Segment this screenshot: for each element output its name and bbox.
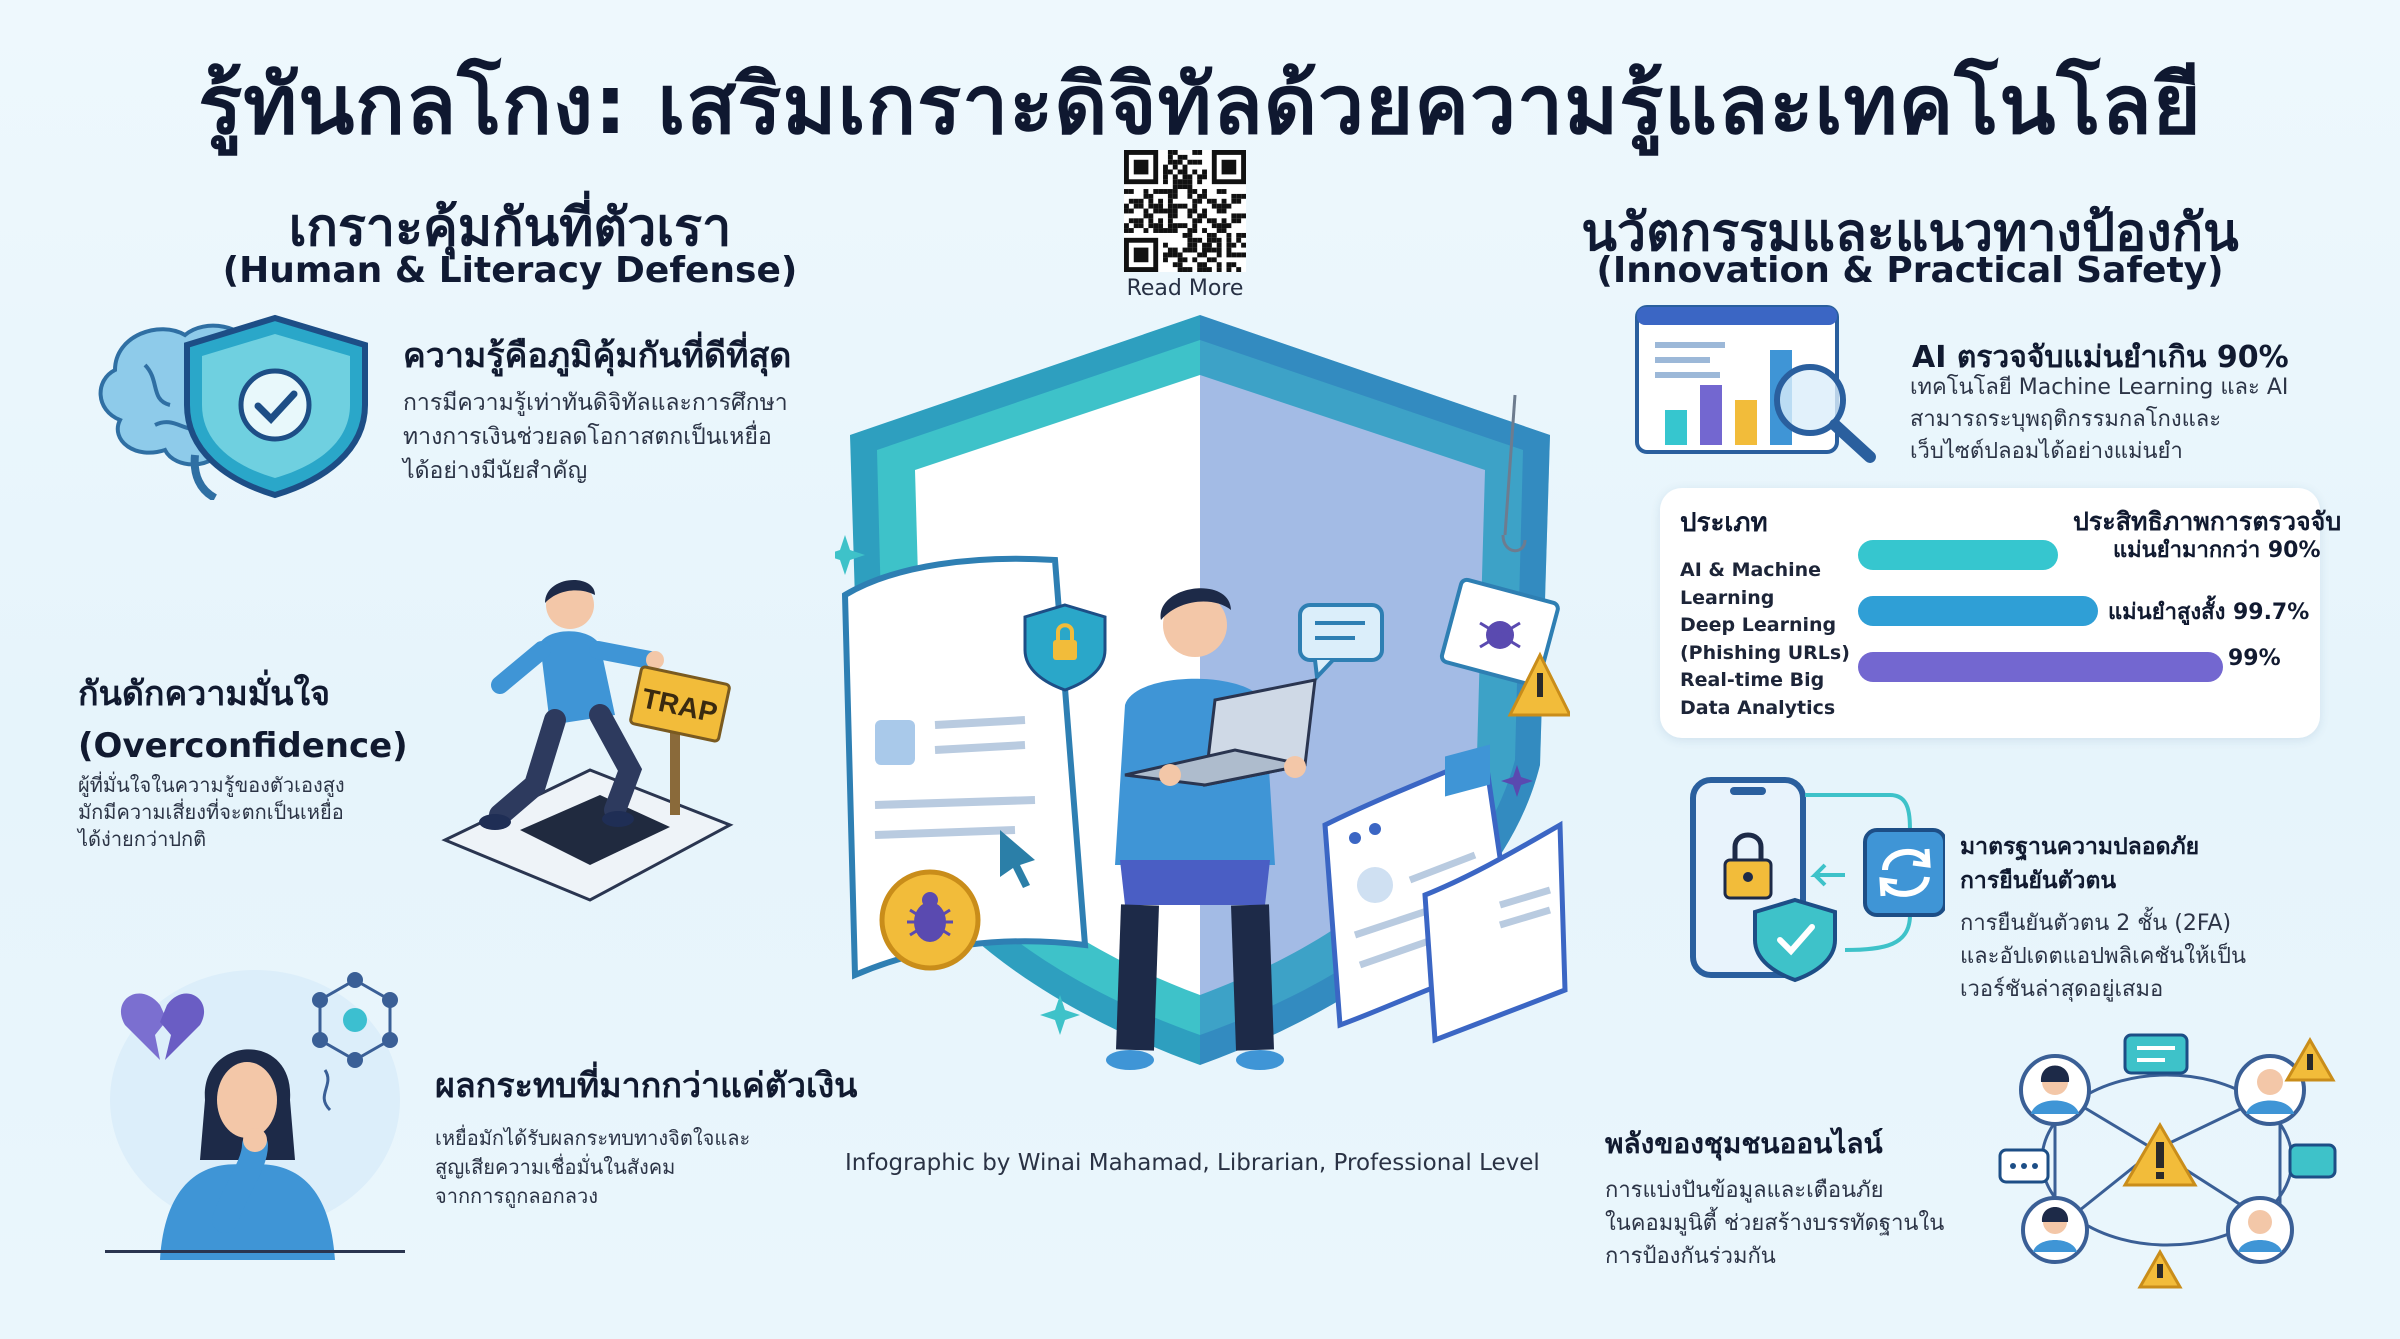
detection-bar-value-label: แม่นยำสูงสั้ง 99.7% xyxy=(2108,600,2310,625)
chat-bubble-icon xyxy=(2288,1143,2337,1179)
table-header-type: ประเภท xyxy=(1680,508,1768,538)
user-avatar-icon xyxy=(2234,1054,2306,1126)
detection-bar xyxy=(1858,540,2058,570)
security-standard-description: การยืนยันตัวตน 2 ชั้น (2FA) และอัปเดตแอป… xyxy=(1960,911,2247,1002)
trap-illustration: TRAP xyxy=(440,565,740,910)
phishing-hook-icon xyxy=(1439,394,1560,688)
table-header-effectiveness: ประสิทธิภาพการตรวจจับ xyxy=(2073,507,2342,536)
chart-category-labels: AI & Machine Learning Deep Learning (Phi… xyxy=(1680,559,1850,719)
qr-read-more-label[interactable]: Read More xyxy=(1126,276,1244,301)
qr-code-image xyxy=(1124,150,1246,272)
warning-icon xyxy=(2137,1248,2183,1289)
person-thinking-icon xyxy=(160,1049,335,1260)
chat-bubble-icon xyxy=(2123,1033,2189,1075)
chat-bubble-icon xyxy=(1998,1148,2050,1184)
impact-heading: ผลกระทบที่มากกว่าแค่ตัวเงิน xyxy=(435,1066,858,1106)
trap-sign: TRAP xyxy=(629,665,731,815)
refresh-update-icon xyxy=(1863,828,1945,917)
browser-window-right xyxy=(1322,744,1568,1044)
page-title: รู้ทันกลโกง: เสริมเกราะดิจิทัลด้วยความรู… xyxy=(198,58,2202,153)
warning-icon xyxy=(2284,1036,2336,1082)
detection-bar-value-label: แม่นยำมากกว่า 90% xyxy=(2113,538,2321,563)
user-avatar-icon xyxy=(2019,1054,2091,1126)
two-factor-illustration xyxy=(1685,775,1945,990)
user-avatar-icon xyxy=(2226,1196,2294,1264)
ai-detection-heading: AI ตรวจจับแม่นยำเกิน 90% xyxy=(1912,340,2289,375)
magnifier-icon xyxy=(1774,364,1876,463)
padlock-icon xyxy=(1723,832,1773,900)
cursor-icon xyxy=(1000,830,1035,888)
sparkle-icon xyxy=(835,535,865,575)
worried-person-illustration xyxy=(105,960,415,1260)
ai-detection-description: เทคโนโลยี Machine Learning และ AI สามารถ… xyxy=(1910,375,2289,464)
profile-card-icon xyxy=(875,720,915,765)
network-stress-icon xyxy=(312,972,398,1112)
warning-icon xyxy=(2122,1122,2198,1187)
community-description: การแบ่งปันข้อมูลและเตือนภัย ในคอมมูนิตี้… xyxy=(1605,1178,1945,1269)
left-section-title: เกราะคุ้มกันที่ตัวเรา xyxy=(288,198,732,258)
brain-shield-illustration xyxy=(75,310,380,500)
right-section-title: นวัตกรรมและแนวทางป้องกัน xyxy=(1581,203,2239,263)
analytics-magnifier-illustration xyxy=(1635,305,1885,465)
sparkle-icon xyxy=(1040,995,1080,1035)
knowledge-heading: ความรู้คือภูมิคุ้มกันที่ดีที่สุด xyxy=(403,336,792,376)
right-section-subtitle: (Innovation & Practical Safety) xyxy=(1596,250,2224,291)
qr-code[interactable] xyxy=(1124,150,1246,272)
person-with-laptop-icon xyxy=(1106,588,1317,1070)
detection-bar-value-label: 99% xyxy=(2228,646,2281,671)
overconfidence-description: ผู้ที่มั่นใจในความรู้ของตัวเองสูง มักมีค… xyxy=(78,773,345,851)
warning-icon xyxy=(1507,651,1570,717)
sparkle-icon xyxy=(1501,765,1533,797)
detection-bar xyxy=(1858,652,2223,682)
desk-line xyxy=(105,1250,405,1253)
bug-coin-icon xyxy=(879,869,981,971)
avatar-icon xyxy=(1357,867,1393,903)
community-network-illustration xyxy=(1995,1030,2340,1290)
checkmark-shield-icon xyxy=(184,314,368,499)
central-shield-illustration xyxy=(835,305,1570,1080)
detection-bar-chart: แม่นยำมากกว่า 90% แม่นยำสูงสั้ง 99.7% 99% xyxy=(1858,538,2321,720)
person-walking-icon xyxy=(479,580,664,830)
verified-shield-icon xyxy=(1753,897,1837,983)
community-heading: พลังของชุมชนออนไลน์ xyxy=(1605,1127,1883,1160)
trap-pit xyxy=(520,795,670,865)
impact-description: เหยื่อมักได้รับผลกระทบทางจิตใจและ สูญเสี… xyxy=(435,1126,751,1208)
credit-text: Infographic by Winai Mahamad, Librarian,… xyxy=(845,1150,1540,1176)
knowledge-description: การมีความรู้เท่าทันดิจิทัลและการศึกษา ทา… xyxy=(403,390,788,484)
security-standard-heading: มาตรฐานความปลอดภัย การยืนยันตัวตน xyxy=(1960,834,2200,894)
overconfidence-heading: กันดักความมั่นใจ (Overconfidence) xyxy=(78,674,408,766)
chat-bubble-icon xyxy=(1298,603,1384,682)
broken-heart-icon xyxy=(120,993,205,1060)
user-avatar-icon xyxy=(2021,1196,2089,1264)
lock-shield-icon xyxy=(1023,603,1107,692)
left-section-subtitle: (Human & Literacy Defense) xyxy=(222,250,798,291)
detection-bar xyxy=(1858,596,2098,626)
